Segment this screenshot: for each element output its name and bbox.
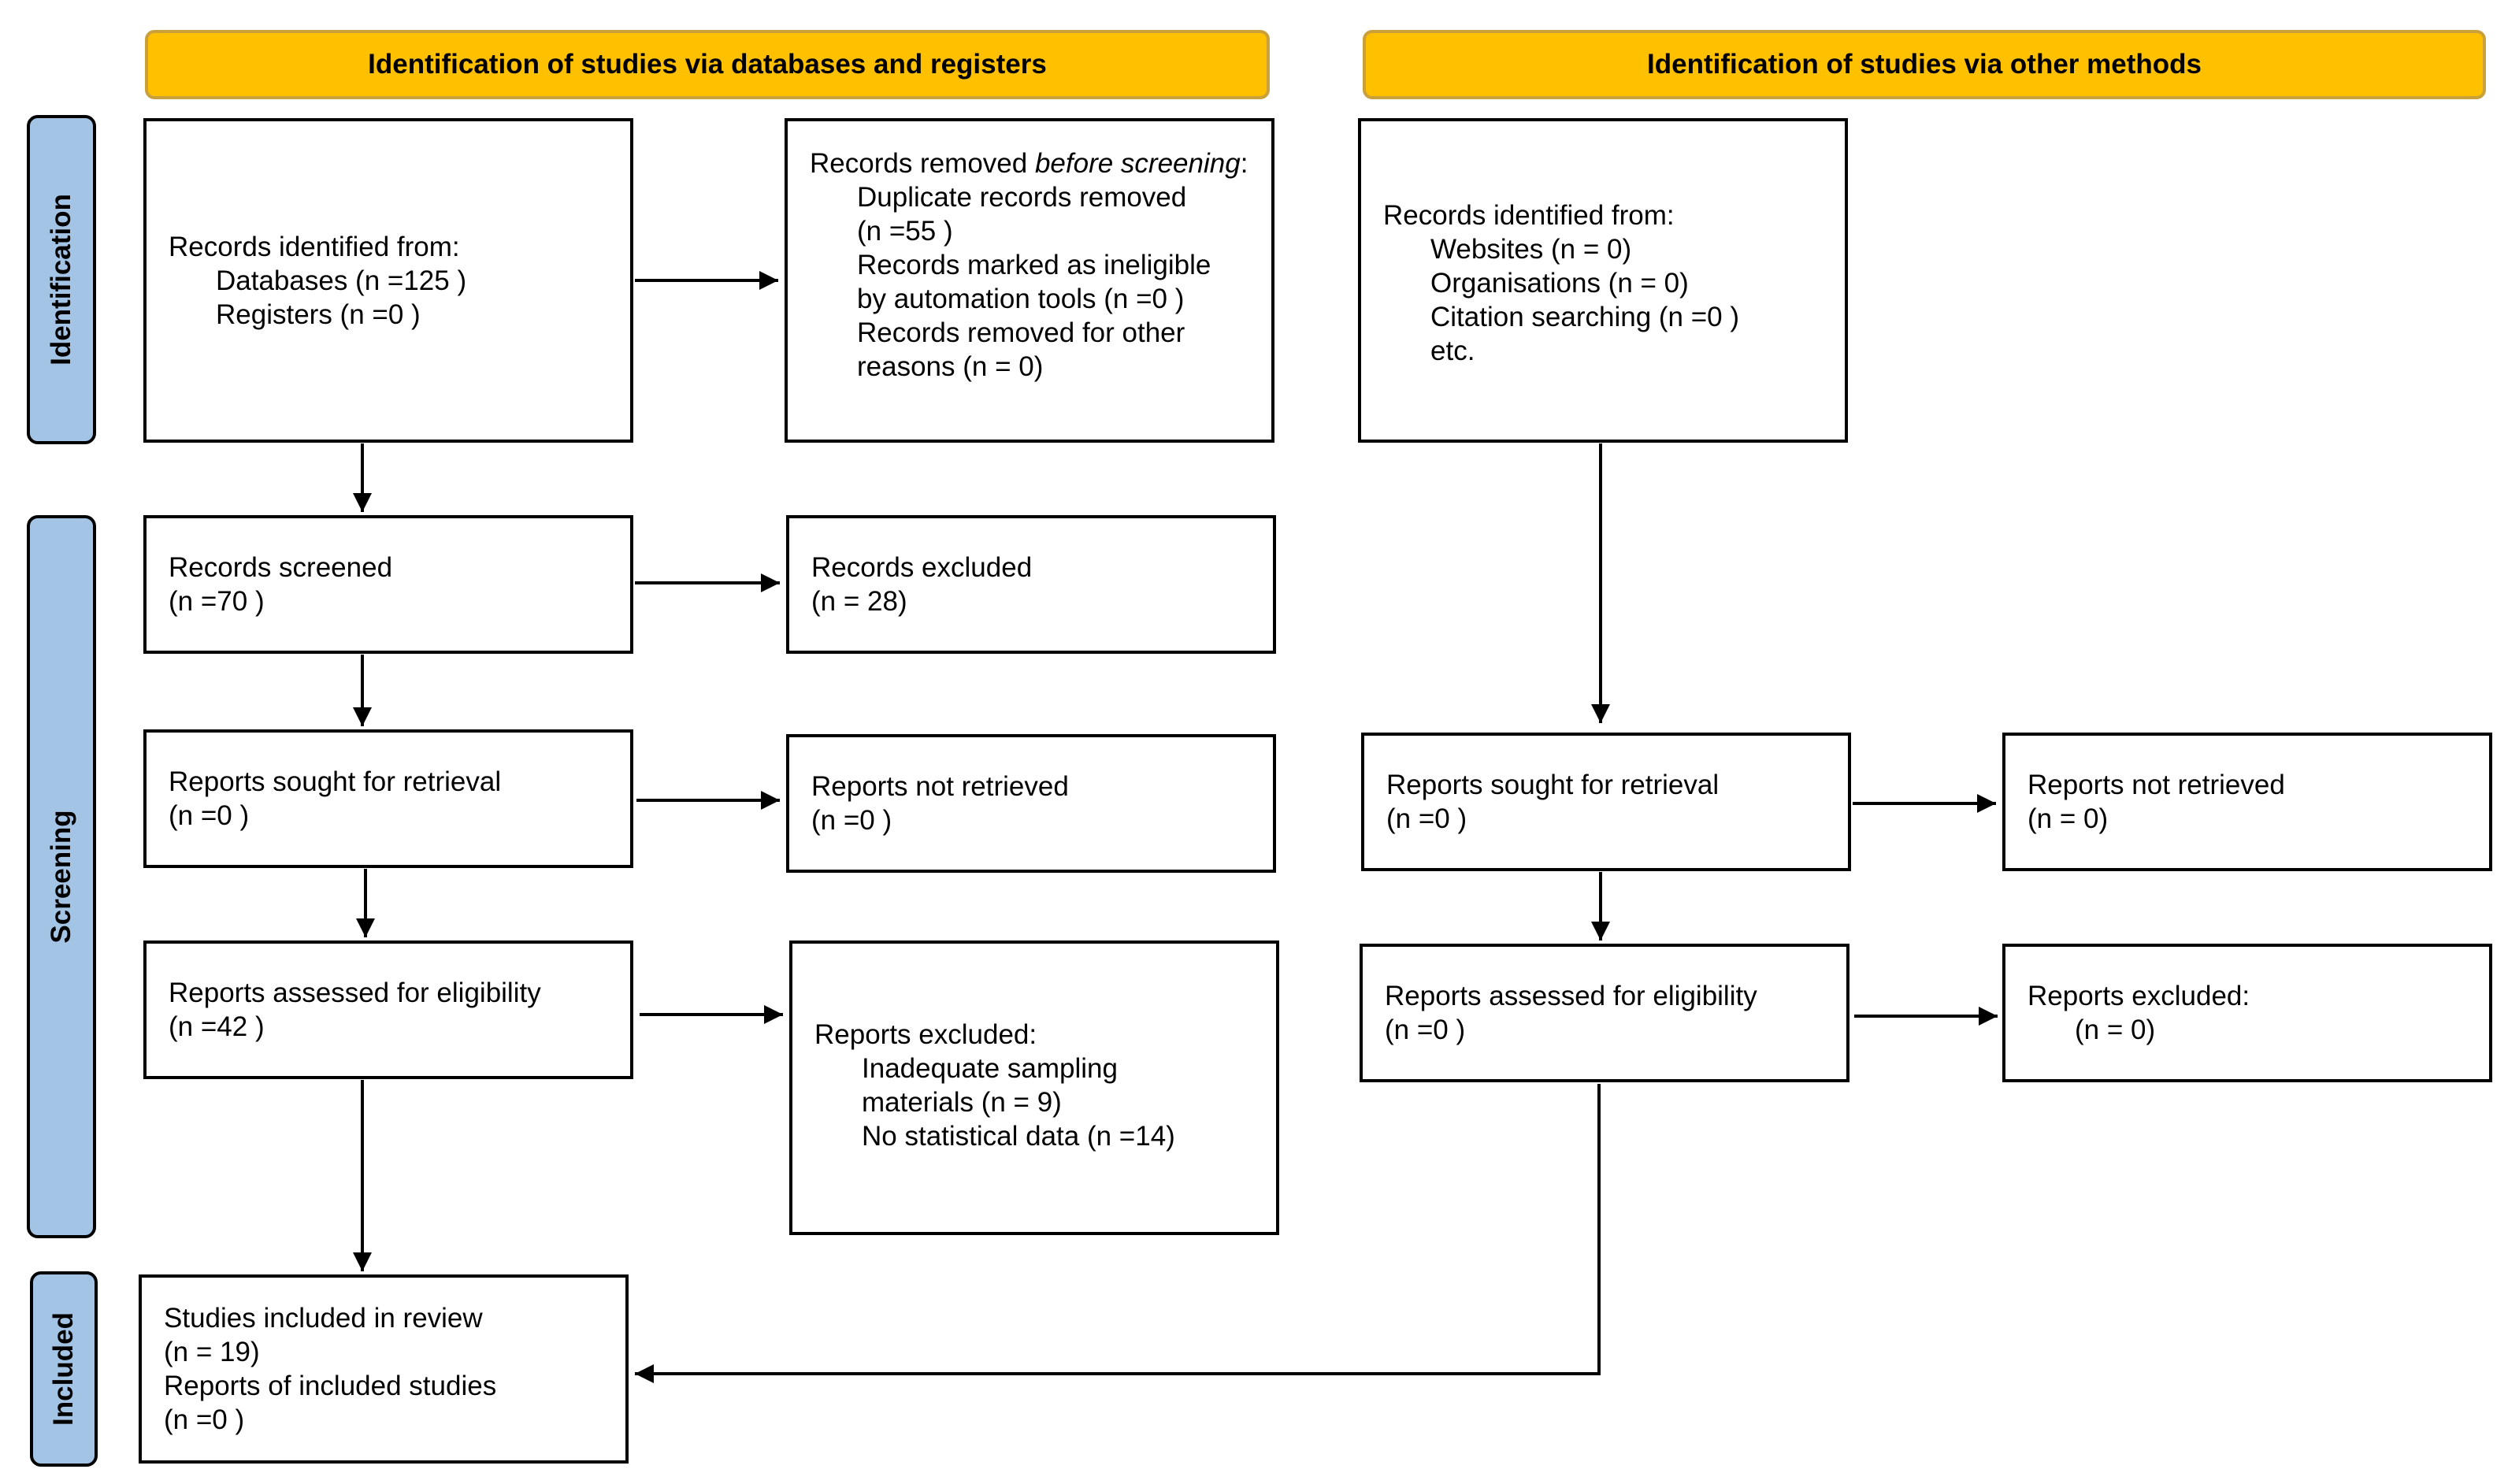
reports-included-title: Reports of included studies xyxy=(164,1371,497,1401)
reports-included-count: (n =0 ) xyxy=(164,1404,245,1435)
other-records-identified-text: Records identified from: Websites (n = 0… xyxy=(1383,198,1739,368)
exclusion-reason-statistical: No statistical data (n =14) xyxy=(862,1121,1175,1152)
other-reports-sought-box: Reports sought for retrieval (n =0 ) xyxy=(1361,733,1851,871)
other-reports-not-retrieved-box: Reports not retrieved (n = 0) xyxy=(2002,733,2492,871)
reports-sought-title: Reports sought for retrieval xyxy=(169,766,502,797)
records-excluded-title: Records excluded xyxy=(811,552,1033,583)
other-reasons-line1: Records removed for other xyxy=(857,317,1185,348)
organisations-count: Organisations (n = 0) xyxy=(1430,268,1689,299)
header-other-methods-label: Identification of studies via other meth… xyxy=(1647,49,2202,80)
other-reports-assessed-title: Reports assessed for eligibility xyxy=(1385,981,1757,1011)
other-reports-sought-title: Reports sought for retrieval xyxy=(1386,770,1720,800)
other-reports-not-retrieved-title: Reports not retrieved xyxy=(2028,770,2285,800)
other-reports-excluded-text: Reports excluded: (n = 0) xyxy=(2028,979,2250,1047)
reports-assessed-text: Reports assessed for eligibility (n =42 … xyxy=(169,976,541,1044)
other-reasons-line2: reasons (n = 0) xyxy=(857,351,1044,382)
other-reports-sought-text: Reports sought for retrieval (n =0 ) xyxy=(1386,768,1719,836)
reports-not-retrieved-box: Reports not retrieved (n =0 ) xyxy=(786,734,1276,873)
databases-count: Databases (n =125 ) xyxy=(216,265,467,296)
records-removed-title-prefix: Records removed xyxy=(810,148,1035,179)
studies-included-count: (n = 19) xyxy=(164,1337,260,1367)
other-records-identified-box: Records identified from: Websites (n = 0… xyxy=(1358,118,1848,443)
records-screened-box: Records screened (n =70 ) xyxy=(143,515,633,654)
records-removed-box: Records removed before screening: Duplic… xyxy=(785,118,1274,443)
websites-count: Websites (n = 0) xyxy=(1430,234,1632,265)
other-reports-assessed-text: Reports assessed for eligibility (n =0 ) xyxy=(1385,979,1757,1047)
other-reports-excluded-title: Reports excluded: xyxy=(2028,981,2250,1011)
phase-included: Included xyxy=(30,1271,98,1467)
other-reports-sought-count: (n =0 ) xyxy=(1386,803,1467,834)
reports-not-retrieved-title: Reports not retrieved xyxy=(811,771,1069,802)
records-removed-title-suffix: : xyxy=(1240,148,1248,179)
phase-screening: Screening xyxy=(27,515,96,1238)
reports-not-retrieved-text: Reports not retrieved (n =0 ) xyxy=(811,770,1069,837)
records-excluded-count: (n = 28) xyxy=(811,586,907,617)
ineligible-line1: Records marked as ineligible xyxy=(857,250,1211,280)
registers-count: Registers (n =0 ) xyxy=(216,299,421,330)
other-reports-not-retrieved-count: (n = 0) xyxy=(2028,803,2109,834)
duplicates-removed-line2: (n =55 ) xyxy=(857,216,953,247)
records-excluded-text: Records excluded (n = 28) xyxy=(811,551,1032,618)
other-reports-assessed-box: Reports assessed for eligibility (n =0 ) xyxy=(1360,944,1849,1082)
other-reports-not-retrieved-text: Reports not retrieved (n = 0) xyxy=(2028,768,2285,836)
other-sources-etc: etc. xyxy=(1430,336,1475,366)
other-reports-excluded-count: (n = 0) xyxy=(2075,1015,2156,1045)
other-reports-excluded-box: Reports excluded: (n = 0) xyxy=(2002,944,2492,1082)
exclusion-reason-sampling-line2: materials (n = 9) xyxy=(862,1087,1062,1118)
duplicates-removed-line1: Duplicate records removed xyxy=(857,182,1187,213)
reports-sought-text: Reports sought for retrieval (n =0 ) xyxy=(169,765,501,833)
header-databases-registers: Identification of studies via databases … xyxy=(145,30,1270,99)
reports-excluded-box: Reports excluded: Inadequate sampling ma… xyxy=(789,940,1279,1235)
records-screened-text: Records screened (n =70 ) xyxy=(169,551,392,618)
records-identified-box: Records identified from: Databases (n =1… xyxy=(143,118,633,443)
phase-identification: Identification xyxy=(27,115,96,444)
studies-included-box: Studies included in review (n = 19) Repo… xyxy=(139,1274,629,1464)
other-reports-assessed-count: (n =0 ) xyxy=(1385,1015,1466,1045)
header-databases-registers-label: Identification of studies via databases … xyxy=(368,49,1047,80)
records-excluded-box: Records excluded (n = 28) xyxy=(786,515,1276,654)
reports-sought-count: (n =0 ) xyxy=(169,800,250,831)
reports-not-retrieved-count: (n =0 ) xyxy=(811,805,892,836)
records-removed-title: Records removed before screening: xyxy=(810,147,1248,180)
citation-searching-count: Citation searching (n =0 ) xyxy=(1430,302,1740,332)
records-identified-text: Records identified from: Databases (n =1… xyxy=(169,230,466,332)
reports-assessed-count: (n =42 ) xyxy=(169,1011,265,1042)
ineligible-line2: by automation tools (n =0 ) xyxy=(857,284,1185,314)
reports-excluded-text: Reports excluded: Inadequate sampling ma… xyxy=(814,1018,1175,1153)
reports-assessed-title: Reports assessed for eligibility xyxy=(169,978,541,1008)
exclusion-reason-sampling-line1: Inadequate sampling xyxy=(862,1053,1118,1084)
header-other-methods: Identification of studies via other meth… xyxy=(1363,30,2486,99)
studies-included-text: Studies included in review (n = 19) Repo… xyxy=(164,1301,496,1437)
records-removed-title-italic: before screening xyxy=(1034,148,1241,179)
reports-assessed-box: Reports assessed for eligibility (n =42 … xyxy=(143,940,633,1079)
reports-excluded-title: Reports excluded: xyxy=(814,1019,1037,1050)
records-screened-title: Records screened xyxy=(169,552,393,583)
arrow-other-assessed-to-included xyxy=(635,1084,1601,1383)
records-removed-text: Records removed before screening: Duplic… xyxy=(810,147,1248,384)
records-identified-title: Records identified from: xyxy=(169,231,460,262)
reports-sought-box: Reports sought for retrieval (n =0 ) xyxy=(143,729,633,868)
records-screened-count: (n =70 ) xyxy=(169,586,265,617)
other-records-identified-title: Records identified from: xyxy=(1383,200,1675,231)
studies-included-title: Studies included in review xyxy=(164,1303,483,1334)
